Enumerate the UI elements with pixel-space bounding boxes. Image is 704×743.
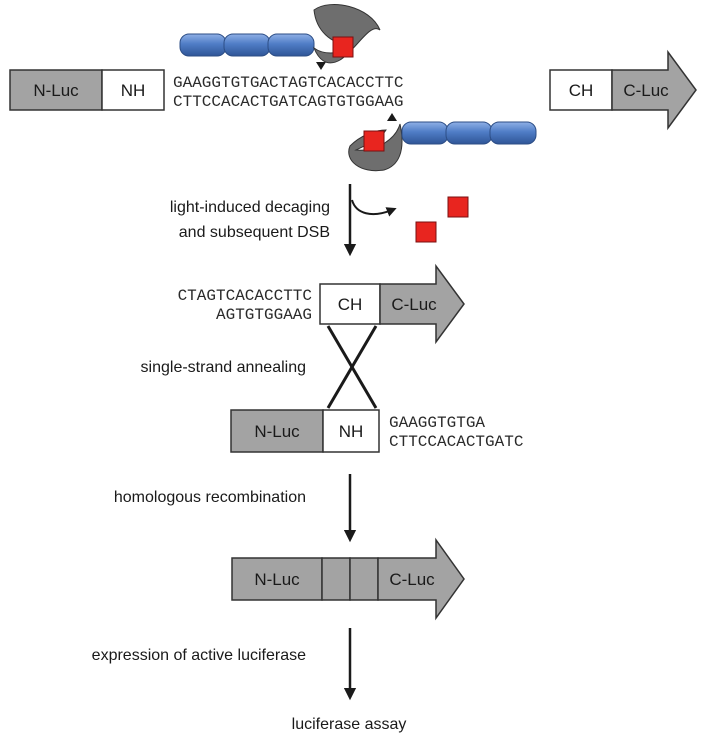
nh-block bbox=[101, 69, 165, 111]
photocage bbox=[363, 130, 385, 152]
nh-label: NH bbox=[339, 422, 364, 441]
c-luc-arrow bbox=[377, 537, 465, 621]
ch-label: CH bbox=[338, 295, 363, 314]
released-cage bbox=[447, 196, 469, 218]
c-luc-label: C-Luc bbox=[391, 295, 437, 314]
right-fragment: CTAGTCACACCTTC AGTGTGGAAG CH C-Luc bbox=[178, 263, 465, 345]
n-luc-label: N-Luc bbox=[254, 570, 300, 589]
cleavage-marker-bottom bbox=[387, 113, 397, 121]
annealing-cross-line bbox=[326, 325, 378, 409]
step4-label: expression of active luciferase bbox=[92, 647, 306, 664]
cleavage-marker-top bbox=[316, 62, 326, 70]
fragment-left-seq-bottom: CTTCCACACTGATC bbox=[389, 433, 523, 451]
reconstituted-construct: N-Luc C-Luc bbox=[231, 537, 465, 621]
tale-repeat bbox=[267, 33, 315, 57]
tale-repeat bbox=[489, 121, 537, 145]
homology-segment bbox=[349, 557, 379, 601]
top-construct: N-Luc NH GAAGGTGTGACTAGTCACACCTTC CTTCCA… bbox=[9, 49, 697, 131]
step2-label: single-strand annealing bbox=[141, 359, 306, 376]
release-curve bbox=[351, 199, 397, 217]
nh-block bbox=[322, 409, 380, 453]
fragment-left-seq-top: GAAGGTGTGA bbox=[389, 414, 485, 432]
homology-segment bbox=[321, 557, 351, 601]
n-luc-block bbox=[230, 409, 324, 453]
fragment-right-seq-bottom: AGTGTGGAAG bbox=[216, 306, 312, 324]
photocage bbox=[332, 36, 354, 58]
tale-repeat bbox=[179, 33, 227, 57]
tale-repeat bbox=[223, 33, 271, 57]
sequence-bottom-strand: CTTCCACACTGATCAGTGTGGAAG bbox=[173, 93, 403, 111]
c-luc-label: C-Luc bbox=[389, 570, 435, 589]
tale-repeat bbox=[445, 121, 493, 145]
nh-label: NH bbox=[121, 81, 146, 100]
sequence-top-strand: GAAGGTGTGACTAGTCACACCTTC bbox=[173, 74, 403, 92]
ch-block bbox=[319, 283, 381, 325]
fragment-right-seq-top: CTAGTCACACCTTC bbox=[178, 287, 312, 305]
tale-nuclease-bottom bbox=[348, 113, 537, 172]
tale-repeat bbox=[401, 121, 449, 145]
step3-label: homologous recombination bbox=[114, 489, 306, 506]
c-luc-label: C-Luc bbox=[623, 81, 669, 100]
step1-label-line2: and subsequent DSB bbox=[179, 224, 330, 241]
c-luc-arrow bbox=[379, 263, 465, 345]
released-cage bbox=[415, 221, 437, 243]
step1-label-line1: light-induced decaging bbox=[170, 199, 330, 216]
ch-block bbox=[549, 69, 613, 111]
c-luc-arrow bbox=[611, 49, 697, 131]
ch-label: CH bbox=[569, 81, 594, 100]
left-fragment: N-Luc NH GAAGGTGTGA CTTCCACACTGATC bbox=[230, 409, 523, 453]
final-label: luciferase assay bbox=[292, 716, 407, 733]
n-luc-label: N-Luc bbox=[254, 422, 300, 441]
n-luc-label: N-Luc bbox=[33, 81, 79, 100]
tale-nuclease-top bbox=[179, 3, 381, 70]
n-luc-block bbox=[9, 69, 103, 111]
n-luc-block bbox=[231, 557, 323, 601]
